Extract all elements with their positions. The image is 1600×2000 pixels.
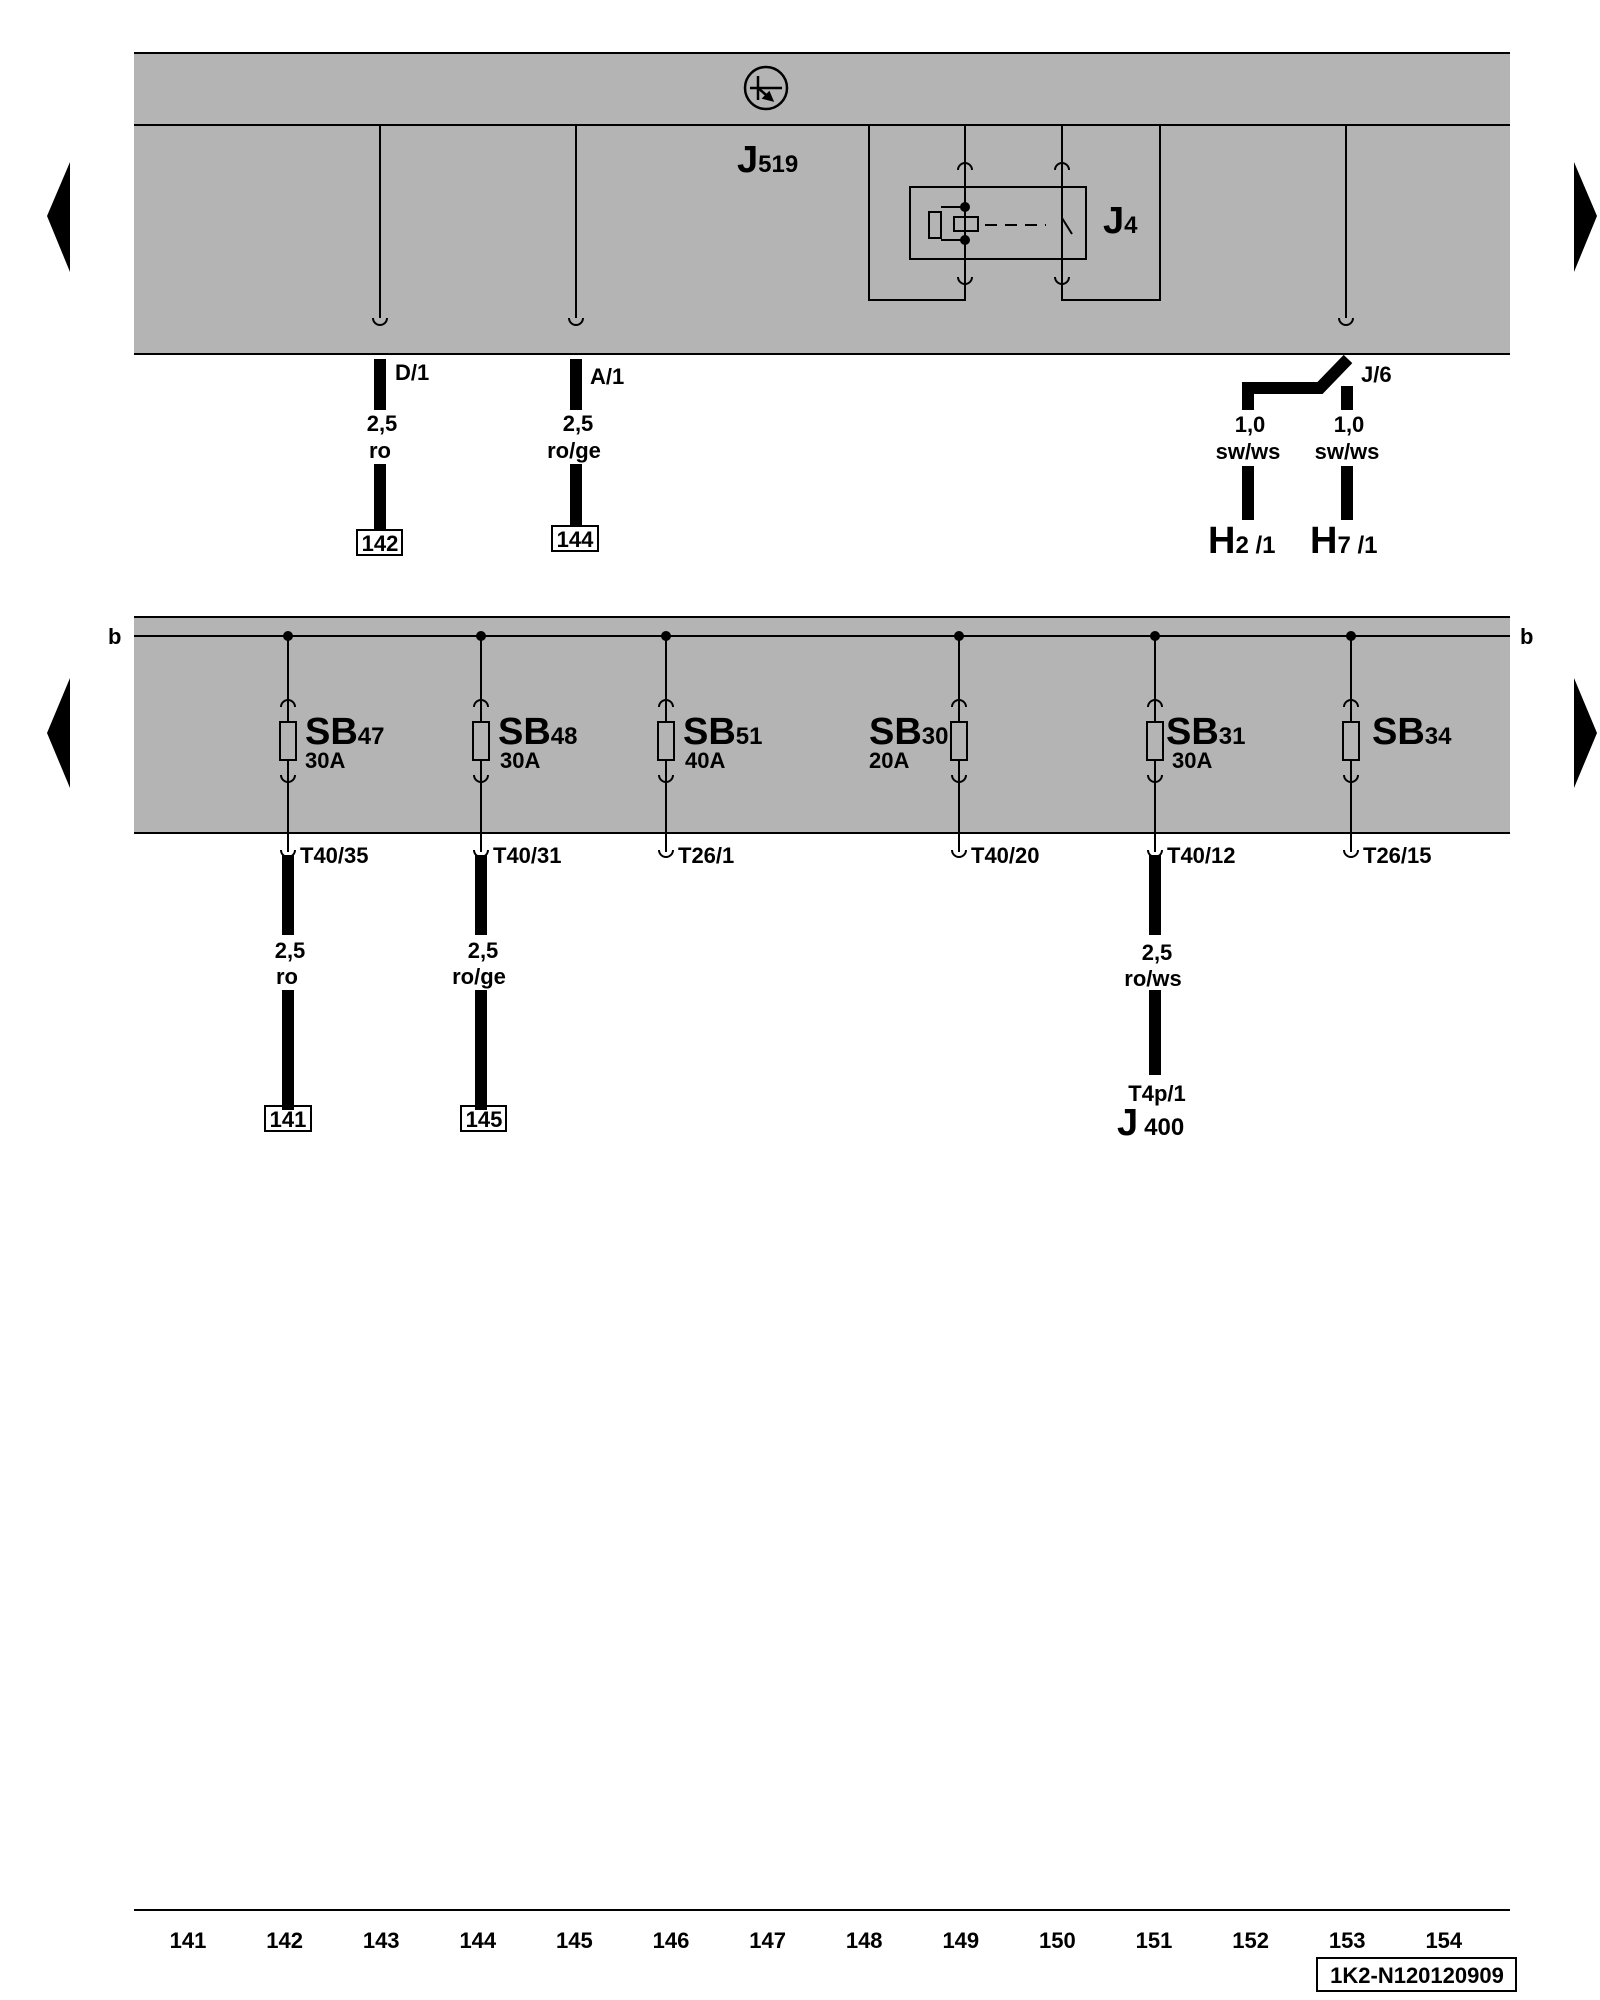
- arrow-left-icon[interactable]: [47, 678, 70, 788]
- wire-size: 1,0: [1334, 412, 1365, 437]
- module-internal-wires: [379, 125, 1347, 318]
- pin-label: T40/12: [1167, 843, 1236, 868]
- ground-point-h7: H7 /1: [1310, 520, 1377, 562]
- page-ref-145[interactable]: 145: [466, 1107, 503, 1132]
- track-number: 153: [1329, 1928, 1366, 1953]
- track-number: 145: [556, 1928, 593, 1953]
- wire-size: 1,0: [1235, 412, 1266, 437]
- page-ref-144[interactable]: 144: [557, 527, 594, 552]
- track-number: 151: [1136, 1928, 1173, 1953]
- fuse-sb51: SB51: [683, 711, 763, 753]
- track-number: 144: [459, 1928, 496, 1953]
- track-number: 141: [170, 1928, 207, 1953]
- control-module-j519: [134, 52, 1510, 355]
- arrow-right-icon[interactable]: [1574, 678, 1597, 788]
- wire-size: 2,5: [1142, 940, 1173, 965]
- relay-name: J4: [1103, 200, 1138, 242]
- wire-color: sw/ws: [1216, 439, 1281, 464]
- track-numbers: 141 142 143 144 145 146 147 148 149 150 151 152 153 1…: [170, 1928, 1463, 1953]
- fuse-sb47: SB47: [305, 711, 385, 753]
- fuse-sb48: SB48: [498, 711, 578, 753]
- track-number: 143: [363, 1928, 400, 1953]
- pin-label: T26/15: [1363, 843, 1432, 868]
- fuse-symbols: [279, 636, 1360, 858]
- pin-label: T40/20: [971, 843, 1040, 868]
- pin-label: J/6: [1361, 362, 1392, 387]
- track-number: 150: [1039, 1928, 1076, 1953]
- fuse-sb34: SB34: [1372, 711, 1452, 753]
- wire-color: ro/ge: [547, 438, 601, 463]
- track-number: 148: [846, 1928, 883, 1953]
- wire-size: 2,5: [367, 411, 398, 436]
- fuse-rating: 30A: [1172, 748, 1212, 773]
- fuse-rating: 30A: [500, 748, 540, 773]
- fuse-rating: 40A: [685, 748, 725, 773]
- wire-j6-branch: [1242, 354, 1353, 520]
- bus-junctions: [283, 631, 1356, 641]
- relay-j4: [868, 125, 1161, 301]
- track-number: 149: [942, 1928, 979, 1953]
- wire-color: sw/ws: [1315, 439, 1380, 464]
- wire-color: ro/ws: [1124, 966, 1181, 991]
- document-code: 1K2-N120120909: [1330, 1963, 1504, 1988]
- fuse-rating: 30A: [305, 748, 345, 773]
- pin-label: T40/31: [493, 843, 562, 868]
- arrow-right-icon[interactable]: [1574, 162, 1597, 272]
- wire-size: 2,5: [468, 938, 499, 963]
- track-number: 142: [266, 1928, 303, 1953]
- wire-color: ro: [276, 964, 298, 989]
- wire-color: ro: [369, 438, 391, 463]
- wire-size: 2,5: [563, 411, 594, 436]
- track-number: 152: [1232, 1928, 1269, 1953]
- track-number: 147: [749, 1928, 786, 1953]
- pin-label: D/1: [395, 360, 429, 385]
- fuse-sb30: SB30: [869, 711, 949, 753]
- connector-pin: T4p/1: [1128, 1081, 1185, 1106]
- fuse-rating: 20A: [869, 748, 909, 773]
- ground-point-h2: H2 /1: [1208, 520, 1275, 562]
- wire-size: 2,5: [275, 938, 306, 963]
- arrow-left-icon[interactable]: [47, 162, 70, 272]
- track-number: 146: [653, 1928, 690, 1953]
- electronic-component-icon: [743, 65, 789, 111]
- pin-label: T40/35: [300, 843, 369, 868]
- pin-label: T26/1: [678, 843, 734, 868]
- wire-color: ro/ge: [452, 964, 506, 989]
- page-ref-141[interactable]: 141: [270, 1107, 307, 1132]
- fuse-sb31: SB31: [1166, 711, 1246, 753]
- bus-label: b: [1520, 624, 1533, 649]
- page-ref-142[interactable]: 142: [362, 531, 399, 556]
- pin-label: A/1: [590, 364, 624, 389]
- module-name: J519: [737, 139, 798, 181]
- bus-label: b: [108, 624, 121, 649]
- track-number: 154: [1425, 1928, 1462, 1953]
- fuse-panel: [134, 616, 1510, 834]
